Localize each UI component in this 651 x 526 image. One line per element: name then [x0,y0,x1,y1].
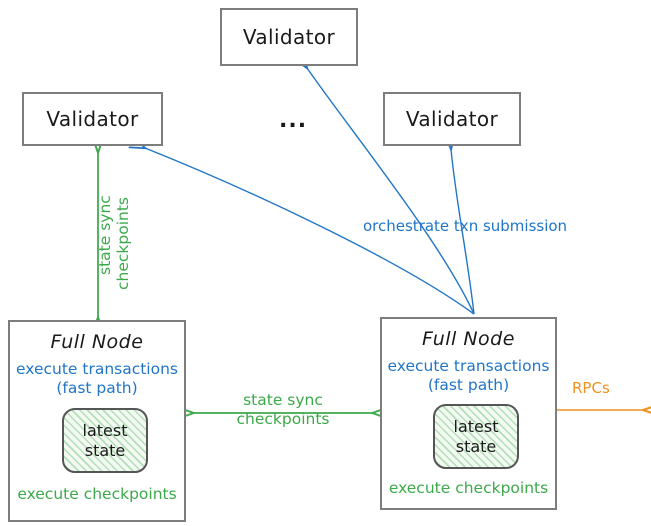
full-node-left[interactable]: Full Node execute transactions (fast pat… [8,320,186,522]
latest-state-right-line2: state [455,436,497,456]
full-node-left-fastpath-line2: (fast path) [56,379,138,397]
latest-state-left-line1: latest [82,420,128,440]
full-node-right-checkpoints: execute checkpoints [388,479,549,497]
orchestrate-txn-submission-label: orchestrate txn submission [363,217,568,235]
full-node-left-fastpath-line1: execute transactions [15,360,179,378]
full-node-right-fastpath: execute transactions (fast path) [382,357,555,395]
full-node-right-fastpath-line1: execute transactions [387,357,550,375]
full-node-right-title: Full Node [422,328,515,350]
validator-right[interactable]: Validator [383,92,521,146]
full-node-left-checkpoints: execute checkpoints [17,485,177,503]
latest-state-box-left: latest state [62,408,148,473]
full-node-right-fastpath-line2: (fast path) [427,376,510,394]
latest-state-box-right: latest state [433,404,519,469]
validator-top-label: Validator [242,25,336,49]
validator-top[interactable]: Validator [220,8,358,66]
validator-left[interactable]: Validator [22,92,163,146]
latest-state-left-line2: state [84,440,126,460]
full-node-left-fastpath: execute transactions (fast path) [10,360,184,398]
state-sync-horizontal-label: state sync checkpoints [216,391,350,429]
state-sync-vertical-label-line1: state sync [96,195,114,275]
state-sync-vertical-label-line2: checkpoints [114,197,132,290]
validator-left-label: Validator [46,107,139,131]
latest-state-right-line1: latest [453,416,499,436]
state-sync-horizontal-label-line1: state sync [243,391,323,409]
full-node-right[interactable]: Full Node execute transactions (fast pat… [380,317,557,510]
validator-right-label: Validator [405,107,499,131]
validators-ellipsis: ... [279,108,308,133]
state-sync-horizontal-label-line2: checkpoints [236,410,330,428]
full-node-left-title: Full Node [50,331,144,353]
rpcs-label: RPCs [572,379,610,397]
